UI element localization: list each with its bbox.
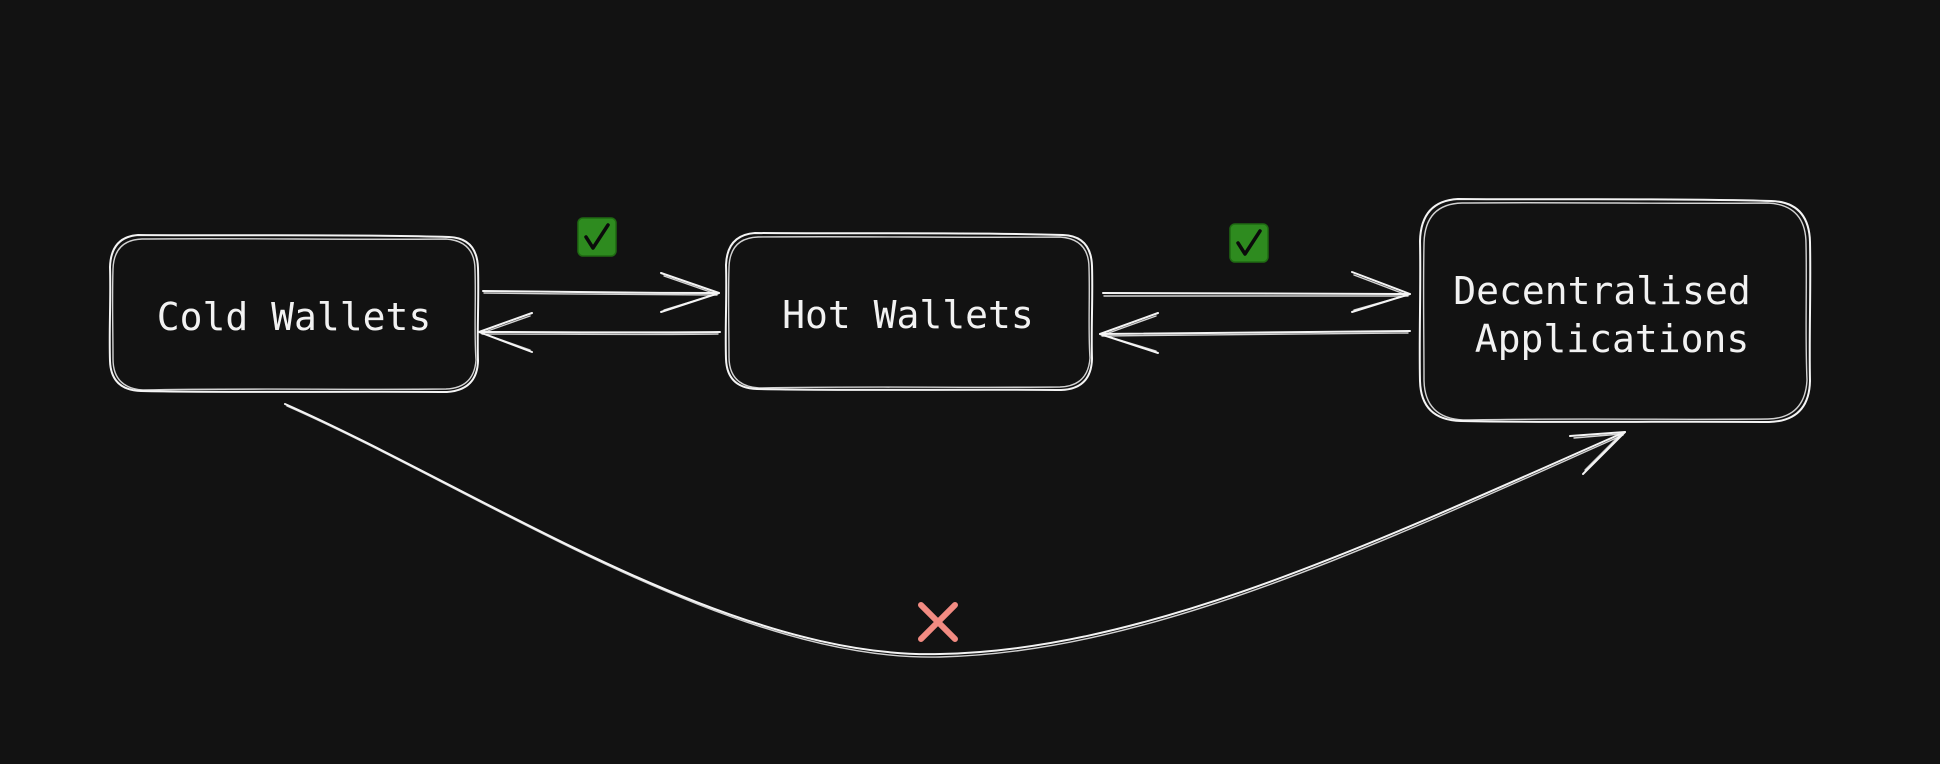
arrow-head-curve-icon (1569, 431, 1626, 475)
node-label-hot-wallets: Hot Wallets (782, 293, 1034, 337)
edge-cold-to-dapps-blocked[interactable] (284, 403, 1626, 658)
cross-icon (918, 602, 958, 642)
node-cold-wallets[interactable]: Cold Wallets (108, 234, 480, 393)
arrow-head-right-icon (1351, 271, 1411, 313)
node-label-cold-wallets: Cold Wallets (157, 295, 432, 339)
node-hot-wallets[interactable]: Hot Wallets (724, 232, 1094, 391)
node-label-dapps-line-2: Applications (1475, 317, 1750, 361)
edge-dapps-to-hot[interactable] (1099, 312, 1411, 354)
check-box-icon (1229, 223, 1269, 263)
arrow-head-left-icon (1099, 312, 1159, 354)
node-label-dapps-line-1: Decentralised (1453, 269, 1750, 313)
arrow-line-hot-to-dapps (1102, 292, 1411, 295)
edge-hot-to-cold[interactable] (478, 312, 721, 353)
arrow-line-dapps-to-hot (1099, 330, 1411, 335)
edge-hot-to-dapps[interactable] (1102, 271, 1411, 313)
arrow-curve-cold-to-dapps (284, 403, 1626, 656)
arrow-line-cold-to-hot (482, 290, 720, 294)
edge-cold-to-hot[interactable] (482, 272, 720, 313)
check-box-icon (577, 217, 617, 257)
node-decentralised-applications[interactable]: Decentralised Applications (1418, 198, 1812, 423)
arrow-head-left-icon (478, 312, 533, 353)
